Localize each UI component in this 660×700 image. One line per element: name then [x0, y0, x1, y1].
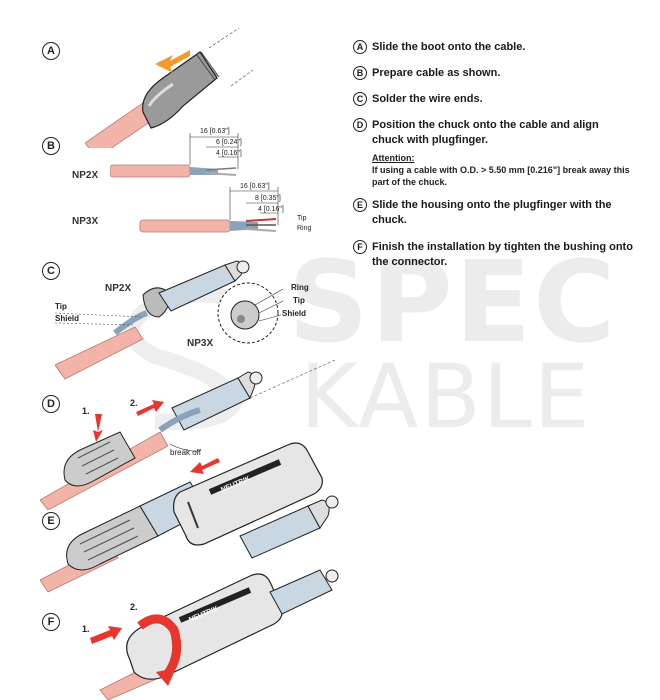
instruction-d: D Position the chuck onto the cable and … [353, 118, 633, 148]
step-e-marker: E [42, 512, 60, 530]
step-c-marker: C [42, 262, 60, 280]
attention-note: Attention: If using a cable with O.D. > … [353, 152, 633, 188]
step-d-illustration [40, 359, 335, 510]
instruction-f-text: Finish the installation by tighten the b… [372, 241, 633, 268]
instruction-f-letter: F [353, 240, 367, 254]
label-c-np3x: NP3X [187, 338, 214, 349]
dim-np3x-16: 16 [0.63"] [240, 183, 270, 190]
instruction-b: B Prepare cable as shown. [353, 66, 633, 81]
instruction-a: A Slide the boot onto the cable. [353, 40, 633, 55]
label-np2x: NP2X [72, 170, 99, 181]
step-f-marker: F [42, 613, 60, 631]
label-c-tip: Tip [55, 302, 67, 311]
label-np3x: NP3X [72, 216, 99, 227]
label-break-off: break off [170, 448, 201, 457]
step-f-illustration: NEUTRIK [90, 569, 339, 700]
instruction-c: C Solder the wire ends. [353, 92, 633, 107]
label-b-ring: Ring [297, 225, 312, 232]
label-c-np2x: NP2X [105, 283, 132, 294]
assembly-diagram: A B NP2X NP3X 16 [0.63"] 6 [0.24"] 4 [0.… [40, 28, 339, 700]
instruction-a-text: Slide the boot onto the cable. [372, 41, 526, 53]
dim-np3x-8: 8 [0.35"] [255, 195, 281, 202]
dim-np2x-4: 4 [0.16"] [216, 150, 242, 157]
label-d-1: 1. [82, 406, 90, 416]
watermark-spec: SPEC [288, 238, 618, 368]
instructions-panel: A Slide the boot onto the cable. B Prepa… [353, 40, 633, 270]
instruction-e: E Slide the housing onto the plugfinger … [353, 198, 633, 228]
step-a-marker: A [42, 42, 60, 60]
label-c-shield2: Shield [282, 309, 307, 318]
step-b-marker: B [42, 137, 60, 155]
step-a-illustration [85, 28, 254, 148]
instruction-b-letter: B [353, 66, 367, 80]
instruction-b-text: Prepare cable as shown. [372, 67, 501, 79]
attention-heading: Attention: [372, 153, 415, 163]
instruction-a-letter: A [353, 40, 367, 54]
instruction-e-letter: E [353, 198, 367, 212]
label-f-2: 2. [130, 602, 138, 612]
dim-np3x-4: 4 [0.16"] [258, 206, 284, 213]
label-c-tip2: Tip [293, 296, 305, 305]
label-d-2: 2. [130, 398, 138, 408]
label-b-tip: Tip [297, 215, 307, 222]
instruction-c-letter: C [353, 92, 367, 106]
dim-np2x-6: 6 [0.24"] [216, 139, 242, 146]
step-c-illustration [55, 260, 284, 380]
label-c-ring: Ring [291, 283, 309, 292]
step-e-illustration: NEUTRIK [40, 442, 339, 593]
instruction-c-text: Solder the wire ends. [372, 93, 483, 105]
dim-np2x-16: 16 [0.63"] [200, 128, 230, 135]
step-b-illustration [110, 133, 279, 233]
instruction-f: F Finish the installation by tighten the… [353, 240, 633, 270]
instruction-d-letter: D [353, 118, 367, 132]
label-c-shield: Shield [55, 314, 80, 323]
label-f-1: 1. [82, 624, 90, 634]
watermark-kable: KABLE [300, 345, 592, 448]
attention-text: If using a cable with O.D. > 5.50 mm [0.… [372, 165, 630, 187]
step-d-marker: D [42, 395, 60, 413]
instruction-e-text: Slide the housing onto the plugfinger wi… [372, 199, 612, 226]
instruction-d-text: Position the chuck onto the cable and al… [372, 119, 599, 146]
